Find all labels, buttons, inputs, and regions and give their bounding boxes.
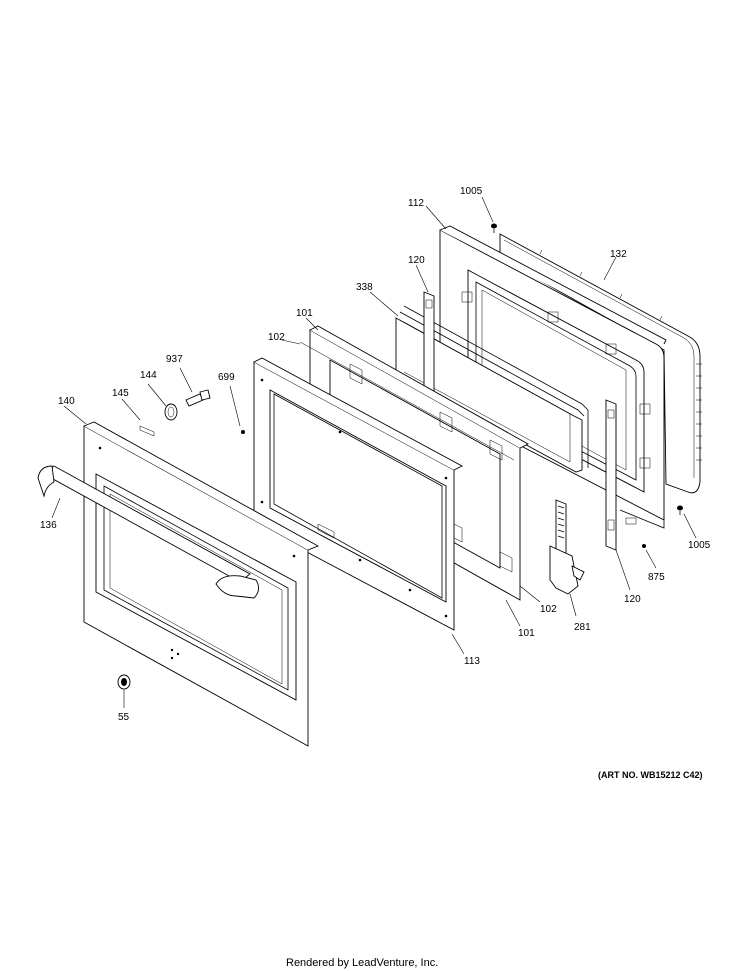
leader-lines [51,196,697,708]
label-101-bottom: 101 [518,628,535,639]
label-136: 136 [40,520,57,531]
label-145: 145 [112,388,129,399]
label-102-top: 102 [268,332,285,343]
footer-credit: Rendered by LeadVenture, Inc. [286,957,438,969]
part-281-hinge [549,499,585,595]
part-875-screw [642,544,646,548]
label-102-bottom: 102 [540,604,557,615]
part-699-screw [241,430,245,434]
part-55-door-bumper [117,674,131,690]
part-145-heat-shield [139,425,155,437]
art-number: (ART NO. WB15212 C42) [598,770,703,780]
part-102-insulation [299,341,515,461]
part-144-bumper [164,403,178,421]
label-875: 875 [648,572,665,583]
label-120-bottom: 120 [624,594,641,605]
part-132-rear-panel [499,233,702,494]
label-132: 132 [610,249,627,260]
label-144: 144 [140,370,157,381]
part-338-glass-pack [395,305,589,473]
label-140: 140 [58,396,75,407]
label-120-top: 120 [408,255,425,266]
part-112-inner-door [439,225,667,529]
label-55: 55 [118,712,130,723]
label-1005-right: 1005 [688,540,711,551]
part-113-glass-frame [253,357,463,631]
part-120-hinge-bracket-bottom [605,399,617,551]
part-937-screw [185,389,211,407]
part-1005-screw-right [677,505,683,515]
part-number-labels: 1005 112 132 120 338 101 102 937 144 699… [40,186,711,723]
label-699: 699 [218,372,235,383]
part-1005-screw-top [491,223,497,233]
label-281: 281 [574,622,591,633]
label-937: 937 [166,354,183,365]
label-101-top: 101 [296,308,313,319]
label-1005-top: 1005 [460,186,483,197]
label-113: 113 [464,656,480,667]
part-136-handle [37,465,259,599]
label-112: 112 [408,198,424,209]
label-338: 338 [356,282,373,293]
